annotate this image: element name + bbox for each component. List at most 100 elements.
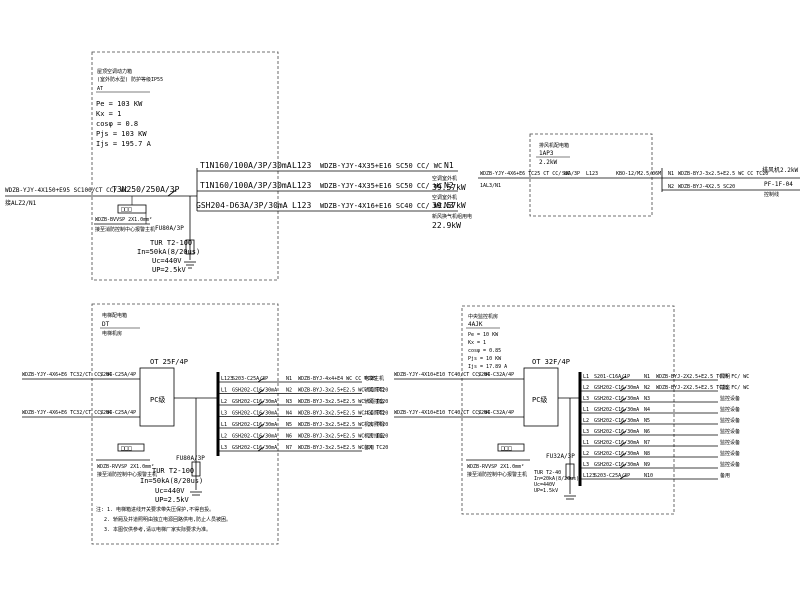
circuit-num: N2 <box>644 385 650 391</box>
circuit-cable: WDZB-YJY-4X16+E16 SC40 CC/ WC <box>320 202 442 210</box>
panel-a-incoming-cable: WDZB-YJY-4X150+E95 SC100/CT CC/ WC <box>5 187 128 194</box>
circuit-breaker: GSH202-C16/30mA <box>594 396 639 402</box>
panel-c-ats: OT 25F/4P <box>150 358 188 366</box>
circuit-num: N5 <box>286 422 292 428</box>
panel-a-spd: UP=2.5kV <box>152 266 187 274</box>
panel-b-output-cable: WDZB-BYJ-3x2.5+E2.5 WC CC TC20 <box>678 171 768 177</box>
panel-d-param: Pe = 10 KW <box>468 332 499 338</box>
circuit-load: 空调室外机 <box>432 175 457 182</box>
lamp-box-label: □□□ <box>501 445 512 452</box>
panel-a-frame <box>91 51 279 281</box>
circuit-breaker: GSH202-C16/30mA <box>594 451 639 457</box>
panel-c-input-cable: WDZB-YJY-4X6+E6 TC32/CT CC/ WC <box>22 372 112 378</box>
panel-d-pc-label: PC级 <box>532 395 547 404</box>
panel-c-input-breaker: S204-C25A/4P <box>100 372 136 378</box>
circuit-num: N4 <box>644 407 650 413</box>
panel-d-param: Kx = 1 <box>468 340 486 346</box>
panel-d-spd: UP=1.5kV <box>534 488 558 494</box>
breaker-symbol <box>167 189 177 197</box>
circuit-phase: L3 <box>583 429 589 435</box>
circuit-breaker: GSH202-C16/30mA <box>232 388 277 394</box>
ats-box <box>139 367 175 427</box>
panel-b-phase: L123 <box>586 171 598 177</box>
panel-c-input-cable: WDZB-YJY-4X6+E6 TC32/CT CC/ WC <box>22 410 112 416</box>
circuit-load: 监控设备 <box>720 439 740 446</box>
panel-c: 电梯配电箱 DT 电梯机房 WDZB-YJY-4X6+E6 TC32/CT CC… <box>22 303 388 545</box>
lamp-box-label: □□□ <box>121 206 132 213</box>
circuit-cable: WDZB-YJY-4X35+E16 SC50 CC/ WC <box>320 162 442 170</box>
panel-d-ats: OT 32F/4P <box>532 358 570 366</box>
circuit-phase: L3 <box>583 462 589 468</box>
circuit-breaker: GSH202-C16/30mA <box>232 445 277 451</box>
circuit-phase: L2 <box>583 418 589 424</box>
panel-b-contactor: KBO-12/M2.5/06M <box>616 171 661 177</box>
panel-d-spd-breaker: FU32A/3P <box>546 453 575 460</box>
circuit-num: N2 <box>286 388 292 394</box>
circuit-phase: L3 <box>221 445 227 451</box>
panel-c-spd: In=50kA(8/20us) <box>140 477 203 485</box>
panel-c-spd: UP=2.5kV <box>155 496 190 504</box>
panel-d-spd: Uc=440V <box>534 482 555 488</box>
panel-b-frame <box>529 133 653 217</box>
circuit-cable: WDZB-BYJ-3x2.5+E2.5 WC CC TC20 <box>298 422 388 428</box>
spd-symbol <box>565 463 575 479</box>
panel-a-spd-note: 接至消防控制中心报警主机 <box>95 226 155 233</box>
circuit-load: 监控设备 <box>720 406 740 413</box>
spd-symbol <box>191 461 201 477</box>
circuit-load: 备用 <box>720 472 730 479</box>
panel-d-input-cable: WDZB-YJY-4X10+E10 TC40/CT CC/ WC <box>394 372 490 378</box>
panel-a-circuit: GSH204-D63A/3P/30mA L123 WDZB-YJY-4X16+E… <box>196 201 472 230</box>
circuit-phase: L123 <box>292 161 311 170</box>
circuit-power: 22.9kW <box>432 221 461 230</box>
panel-d-spd-cable: WDZB-RVVSP 2X1.0mm² <box>467 464 524 470</box>
circuit-cable: WDZB-BYJ-3x2.5+E2.5 WC CC TC20 <box>298 411 388 417</box>
circuit-num: N4 <box>286 411 292 417</box>
circuit-load: 电梯主机 <box>364 375 384 382</box>
lamp-box <box>497 443 525 452</box>
panel-d-spd: TUR T2-40 <box>534 470 561 476</box>
panel-a-incoming-from: 接ALZ2/N1 <box>5 199 37 207</box>
circuit-phase: L1 <box>583 440 589 446</box>
circuit-phase: L1 <box>583 374 589 380</box>
circuit-load: 机房插座 <box>364 433 384 440</box>
circuit-cable: WDZB-BYJ-2X2.5+E2.5 TC25 FC/ WC <box>656 385 749 391</box>
circuit-phase: L123 <box>221 376 233 382</box>
panel-d-spd-note: 接至消防控制中心报警主机 <box>467 471 527 478</box>
circuit-phase: L1 <box>221 388 227 394</box>
panel-d-param: Pjs = 10 KW <box>468 356 502 362</box>
circuit-load: 监控设备 <box>720 450 740 457</box>
circuit-num: N1 <box>286 376 292 382</box>
circuit-num: N1 <box>644 374 650 380</box>
panel-b-output-cable: WDZB-BYJ-4X2.5 SC20 <box>678 184 735 190</box>
circuit-load: 备用 <box>364 444 374 451</box>
panel-a-spd-breaker: FU80A/3P <box>155 225 184 232</box>
panel-a: 屋顶空调动力箱 (室外防水型) 防护等级IP55 AT Pe = 103 KW … <box>5 51 472 281</box>
circuit-phase: L123 <box>292 181 311 190</box>
circuit-breaker: GSH202-C16/30mA <box>232 399 277 405</box>
circuit-breaker: T1N160/100A/3P/30mA <box>200 181 292 190</box>
circuit-load: 轿厢照明 <box>364 387 384 394</box>
circuit-breaker: GSH202-C16/30mA <box>594 440 639 446</box>
circuit-phase: L1 <box>583 407 589 413</box>
panel-d-input-breaker: S204-C32A/4P <box>478 372 514 378</box>
circuit-num: N10 <box>644 473 653 479</box>
panel-b: 排风机配电箱 1AP3 2.2kW WDZB-YJY-4X6+E6 TC25 C… <box>478 133 800 217</box>
circuit-breaker: T1N160/100A/3P/30mA <box>200 161 292 170</box>
circuit-phase: L2 <box>221 434 227 440</box>
panel-b-code: 1AP3 <box>539 150 554 157</box>
circuit-num: N5 <box>644 418 650 424</box>
panel-b-incoming-cable: WDZB-YJY-4X6+E6 TC25 CT CC/ WC <box>480 171 570 177</box>
panel-b-output-load: 排风机2.2kW <box>762 166 798 174</box>
circuit-phase: L2 <box>583 451 589 457</box>
circuit-breaker: S203-C25A/3P <box>232 376 268 382</box>
